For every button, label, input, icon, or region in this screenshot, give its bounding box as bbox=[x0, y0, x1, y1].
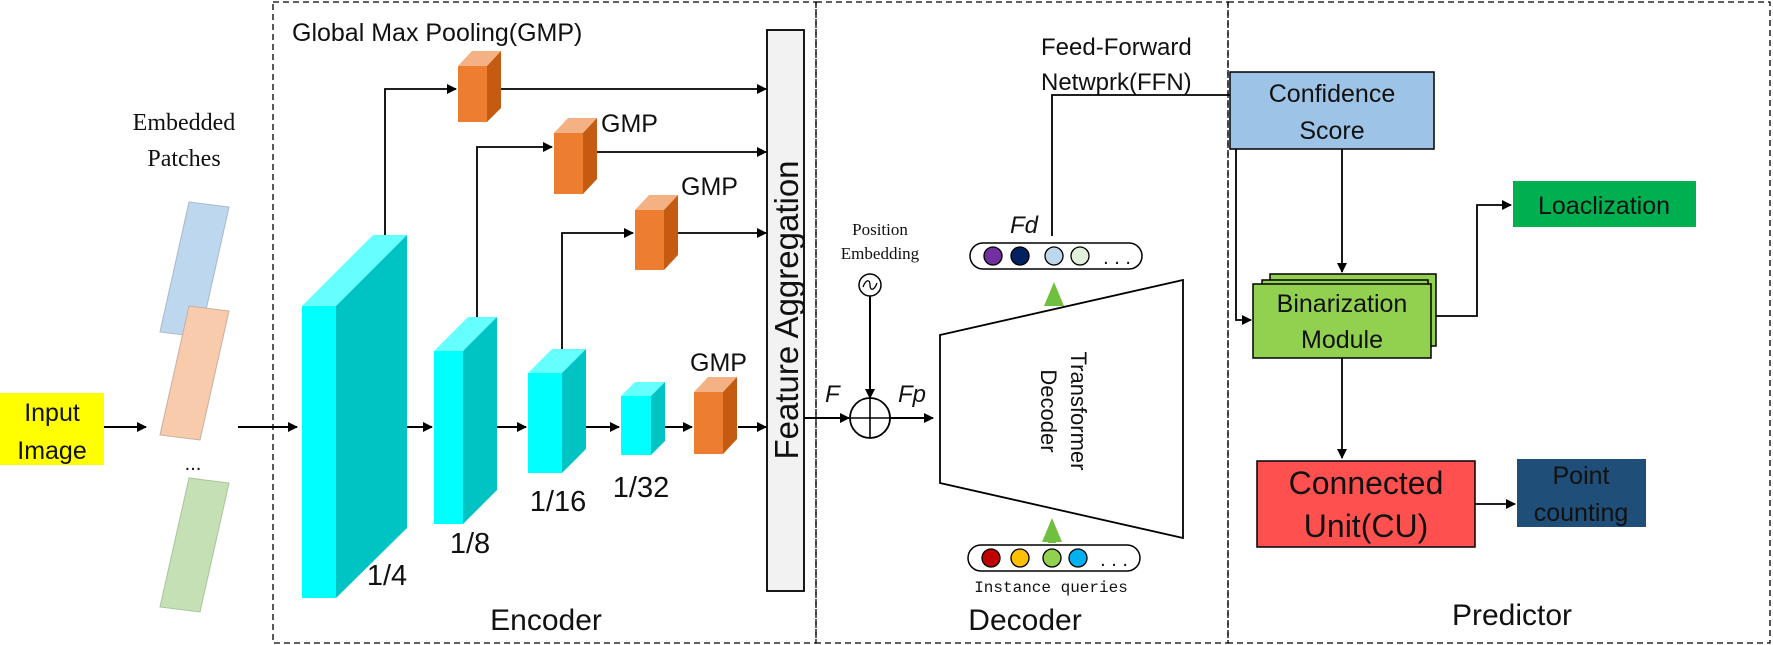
encoder-title: Encoder bbox=[490, 604, 602, 637]
point-counting-label-1: Point bbox=[1553, 462, 1610, 490]
transformer-label-1: Transformer bbox=[1066, 352, 1091, 471]
backbone-block-1-4 bbox=[302, 235, 407, 598]
position-embedding-icon bbox=[858, 273, 882, 297]
feature-aggregation-label: Feature Aggregation bbox=[768, 160, 805, 459]
predictor-title: Predictor bbox=[1452, 599, 1572, 632]
scale-label-1-16: 1/16 bbox=[530, 486, 586, 518]
backbone-block-1-32 bbox=[621, 382, 665, 455]
feature-aggregation-bar: Feature Aggregation bbox=[766, 29, 805, 592]
position-embedding-label-1: Position bbox=[852, 220, 908, 239]
embedded-patches-label-1: Embedded bbox=[133, 110, 236, 136]
confidence-label-2: Score bbox=[1299, 117, 1364, 145]
backbone-block-1-8 bbox=[434, 317, 497, 524]
scale-label-1-4: 1/4 bbox=[367, 560, 407, 592]
gmp-label-3: GMP bbox=[690, 349, 747, 377]
confidence-score-box: Confidence Score bbox=[1229, 71, 1435, 150]
arrow-ffn-to-binarization bbox=[1235, 95, 1252, 325]
embedded-patches-label-2: Patches bbox=[147, 146, 220, 172]
gmp-block-3 bbox=[635, 195, 678, 270]
scale-label-1-8: 1/8 bbox=[450, 528, 490, 560]
output-query-tokens: . . . bbox=[969, 242, 1143, 270]
instance-query-tokens: . . . bbox=[967, 544, 1141, 572]
gmp-label-1: GMP bbox=[601, 110, 658, 138]
transformer-decoder-block: Transformer Decoder bbox=[939, 278, 1184, 540]
input-image-label-2: Image bbox=[17, 437, 86, 465]
localization-label: Loaclization bbox=[1538, 192, 1670, 220]
patch-green bbox=[159, 477, 230, 613]
point-counting-label-2: counting bbox=[1534, 499, 1629, 527]
sum-operator-icon bbox=[849, 397, 891, 439]
decoder-title: Decoder bbox=[968, 604, 1081, 637]
backbone-block-1-16 bbox=[528, 349, 586, 473]
position-embedding-label-2: Embedding bbox=[841, 244, 920, 263]
gmp-block-2 bbox=[554, 118, 597, 194]
binarization-label-1: Binarization bbox=[1277, 290, 1408, 318]
fp-label: Fp bbox=[898, 381, 926, 408]
transformer-label-2: Decoder bbox=[1036, 369, 1061, 452]
f-label: F bbox=[825, 381, 841, 408]
gmp-label-2: GMP bbox=[681, 173, 738, 201]
input-image-label-1: Input bbox=[24, 399, 80, 427]
gmp-title: Global Max Pooling(GMP) bbox=[292, 19, 582, 47]
patches-ellipsis: ... bbox=[185, 453, 202, 475]
patch-orange bbox=[159, 305, 230, 441]
cu-label-2: Unit(CU) bbox=[1304, 508, 1428, 544]
gmp-connectors bbox=[384, 84, 767, 349]
instance-query-dots: . . . bbox=[1100, 549, 1128, 571]
point-counting-box: Point counting bbox=[1517, 459, 1646, 527]
predictor-section bbox=[1227, 1, 1771, 644]
arrow-fd-to-confidence bbox=[1051, 90, 1252, 236]
output-query-dots: . . . bbox=[1103, 247, 1131, 269]
gmp-block-4 bbox=[694, 377, 737, 454]
instance-queries-label: Instance queries bbox=[974, 579, 1128, 597]
confidence-label-1: Confidence bbox=[1269, 80, 1395, 108]
binarization-label-2: Module bbox=[1301, 326, 1383, 354]
arrow-binarization-to-localization bbox=[1436, 200, 1512, 317]
ffn-label-1: Feed-Forward bbox=[1041, 34, 1192, 61]
localization-box: Loaclization bbox=[1513, 181, 1696, 227]
gmp-block-1 bbox=[458, 51, 501, 122]
connected-unit-box: Connected Unit(CU) bbox=[1256, 460, 1476, 548]
scale-label-1-32: 1/32 bbox=[613, 472, 669, 504]
cu-label-1: Connected bbox=[1289, 465, 1444, 501]
binarization-module-box: Binarization Module bbox=[1252, 273, 1437, 359]
ffn-label-2: Netwprk(FFN) bbox=[1041, 69, 1192, 96]
fd-label: Fd bbox=[1010, 212, 1039, 239]
input-image-box: Input Image bbox=[0, 393, 104, 465]
